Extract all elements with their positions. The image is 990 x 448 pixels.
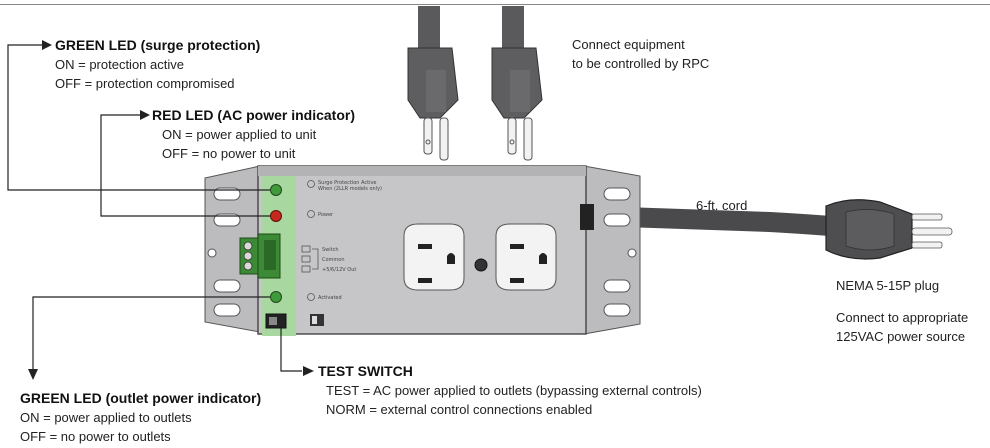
nema-plug xyxy=(825,199,953,260)
test-switch[interactable] xyxy=(265,313,287,329)
panel-markers xyxy=(301,180,319,301)
outlet-screw-icon xyxy=(474,258,488,272)
panel-label-common: Common xyxy=(322,257,345,263)
surge-led-icon xyxy=(270,184,282,196)
panel-label-surge-sub: When (2LLR models only) xyxy=(318,186,382,192)
power-cord xyxy=(595,206,831,236)
panel-label-power: Power xyxy=(318,212,334,218)
panel-label-control: +5/6/12V Out xyxy=(322,267,356,273)
arrow-icon xyxy=(42,40,52,50)
panel-label-surge: Surge Protection Active xyxy=(318,180,377,186)
equipment-cord-right xyxy=(491,6,543,161)
test-switch-indicator-icon xyxy=(310,314,324,326)
test-switch-test: TEST = AC power applied to outlets (bypa… xyxy=(326,383,702,398)
arrow-icon xyxy=(28,369,38,380)
green-led-surge-on: ON = protection active xyxy=(55,57,184,72)
green-led-surge-off: OFF = protection compromised xyxy=(55,76,235,91)
outlet-led-icon xyxy=(270,291,282,303)
outlet-right xyxy=(495,223,557,291)
plug-note-line2: 125VAC power source xyxy=(836,329,965,344)
red-led-title: RED LED (AC power indicator) xyxy=(152,107,355,123)
callout-line-test xyxy=(280,328,302,372)
red-led-on: ON = power applied to unit xyxy=(162,127,317,142)
equipment-cord-left xyxy=(407,6,459,161)
test-switch-norm: NORM = external control connections enab… xyxy=(326,402,592,417)
test-switch-title: TEST SWITCH xyxy=(318,363,413,379)
power-led-icon xyxy=(270,210,282,222)
arrow-icon xyxy=(303,366,314,376)
plug-note-line1: Connect to appropriate xyxy=(836,310,968,325)
plug-name: NEMA 5-15P plug xyxy=(836,278,939,293)
callout-line-power xyxy=(100,114,270,217)
red-led-off: OFF = no power to unit xyxy=(162,146,296,161)
equipment-note-line1: Connect equipment xyxy=(572,37,685,52)
equipment-note-line2: to be controlled by RPC xyxy=(572,56,709,71)
green-led-outlet-on: ON = power applied to outlets xyxy=(20,410,192,425)
cord-label: 6-ft. cord xyxy=(696,198,747,213)
callout-line-outlet xyxy=(32,296,270,370)
terminal-block xyxy=(239,233,281,279)
arrow-icon xyxy=(140,110,150,120)
panel-label-activated: Activated xyxy=(318,295,342,301)
outlet-left xyxy=(403,223,465,291)
green-led-surge-title: GREEN LED (surge protection) xyxy=(55,37,260,53)
green-led-outlet-off: OFF = no power to outlets xyxy=(20,429,171,444)
green-led-outlet-title: GREEN LED (outlet power indicator) xyxy=(20,390,261,406)
callout-line-surge xyxy=(7,44,270,191)
panel-label-switch: Switch xyxy=(322,247,339,253)
